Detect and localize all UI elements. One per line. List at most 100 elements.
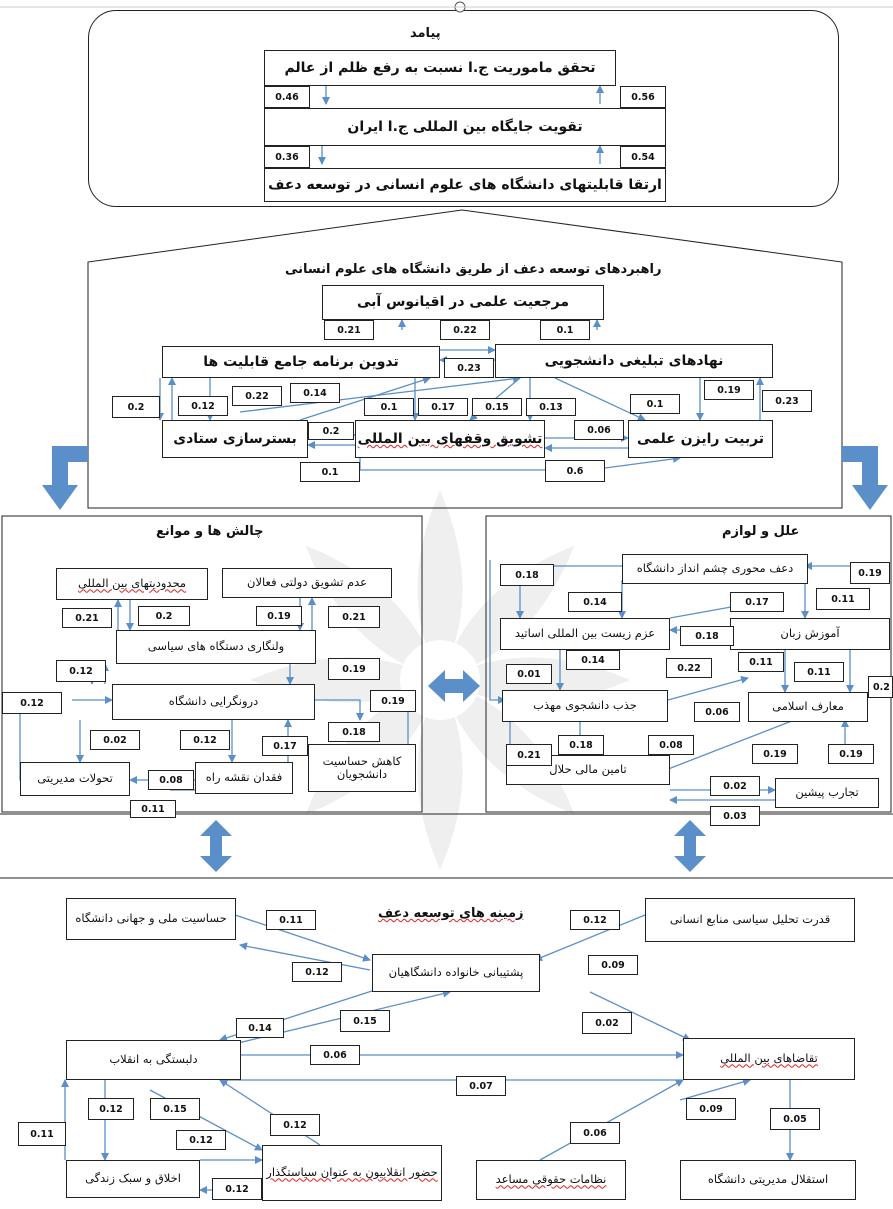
arrow-r18 bbox=[489, 560, 506, 704]
value-box: 0.15 bbox=[472, 398, 522, 416]
value-box: 0.1 bbox=[630, 394, 680, 414]
value-box: 0.22 bbox=[440, 320, 490, 340]
value-box: 0.06 bbox=[574, 420, 624, 440]
value-box: 0.56 bbox=[620, 86, 666, 108]
value-box: 0.18 bbox=[328, 722, 380, 742]
cause-node-vision: دعف محوری چشم انداز دانشگاه bbox=[622, 554, 808, 584]
challenges-frame bbox=[1, 515, 423, 813]
value-box: 0.21 bbox=[62, 608, 112, 628]
context-node-revolutionaries-policy: حضور انقلابیون به عنوان سیاستگذار bbox=[262, 1145, 442, 1201]
value-box: 0.36 bbox=[264, 146, 310, 168]
value-box: 0.12 bbox=[570, 910, 620, 930]
strategy-node-student-institutions: نهادهای تبلیغی دانشجویی bbox=[495, 344, 773, 378]
arrow-s8 bbox=[239, 374, 521, 413]
value-box: 0.12 bbox=[176, 1130, 226, 1150]
value-box: 0.12 bbox=[292, 962, 342, 982]
value-box: 0.19 bbox=[328, 658, 380, 680]
strategy-node-staff-platform: بسترسازی ستادی bbox=[162, 420, 308, 458]
value-box: 0.12 bbox=[270, 1114, 320, 1136]
value-box: 0.23 bbox=[444, 358, 494, 378]
arrow-k3 bbox=[534, 914, 646, 962]
right-vertical-double-arrow bbox=[674, 820, 706, 872]
value-box: 0.2 bbox=[138, 606, 190, 626]
value-box: 0.18 bbox=[558, 735, 604, 755]
strategy-node-scientific-authority: مرجعیت علمی در اقیانوس آبی bbox=[322, 285, 604, 320]
value-box: 0.18 bbox=[500, 564, 554, 586]
context-node-national-global-sensitivity: حساسیت ملی و جهانی دانشگاه bbox=[66, 898, 236, 940]
causes-title: علل و لوازم bbox=[722, 524, 800, 539]
value-box: 0.23 bbox=[762, 390, 812, 412]
arrow-k15 bbox=[539, 1079, 684, 1161]
value-box: 0.2 bbox=[308, 422, 354, 440]
value-box: 0.19 bbox=[704, 380, 754, 400]
value-box: 0.03 bbox=[710, 806, 760, 826]
value-box: 0.06 bbox=[570, 1122, 620, 1144]
value-box: 0.17 bbox=[262, 736, 308, 756]
context-node-revolution-attachment: دلبستگی به انقلاب bbox=[66, 1040, 241, 1080]
arrow-s20 bbox=[359, 454, 681, 471]
challenge-node-no-roadmap: فقدان نقشه راه bbox=[195, 762, 293, 794]
value-box: 0.06 bbox=[694, 702, 740, 722]
value-box: 0.08 bbox=[148, 770, 194, 790]
left-vertical-double-arrow bbox=[200, 820, 232, 872]
value-box: 0.12 bbox=[88, 1098, 134, 1120]
outcome-title: پیامد bbox=[410, 26, 441, 41]
value-box: 0.12 bbox=[2, 692, 62, 714]
value-box: 0.12 bbox=[178, 396, 228, 416]
context-node-management-independence: استقلال مدیریتی دانشگاه bbox=[680, 1160, 856, 1200]
challenges-title: چالش ها و موانع bbox=[156, 524, 264, 539]
value-box: 0.12 bbox=[212, 1178, 262, 1200]
outcome-node-position: تقویت جایگاه بین المللی ج.ا ایران bbox=[264, 108, 666, 146]
value-box: 0.17 bbox=[730, 592, 784, 612]
strategy-node-science-attache: تربیت رایزن علمی bbox=[628, 420, 773, 458]
value-box: 0.19 bbox=[850, 562, 890, 584]
arrow-k16 bbox=[679, 1078, 751, 1101]
value-box: 0.02 bbox=[710, 776, 760, 796]
challenge-node-intl-limits: محدودیتهای بین المللی bbox=[56, 568, 208, 600]
center-double-arrow bbox=[428, 670, 480, 702]
value-box: 0.11 bbox=[266, 910, 316, 930]
value-box: 0.05 bbox=[770, 1108, 820, 1130]
value-box: 0.12 bbox=[56, 660, 106, 682]
value-box: 0.19 bbox=[828, 744, 874, 764]
value-box: 0.11 bbox=[794, 662, 844, 682]
outcome-node-capability: ارتقا قابلیتهای دانشگاه های علوم انسانی … bbox=[264, 168, 666, 202]
context-node-family-support: پشتیبانی خانواده دانشگاهیان bbox=[372, 954, 540, 992]
value-box: 0.14 bbox=[236, 1018, 284, 1038]
strategy-node-comprehensive-plan: تدوین برنامه جامع قابلیت ها bbox=[162, 346, 440, 378]
strategies-title: راهبردهای توسعه دعف از طریق دانشگاه های … bbox=[285, 262, 662, 277]
causes-frame bbox=[485, 515, 892, 813]
value-box: 0.2 bbox=[112, 396, 160, 418]
challenge-node-management-changes: تحولات مدیریتی bbox=[20, 762, 130, 796]
value-box: 0.22 bbox=[666, 658, 712, 678]
value-box: 0.46 bbox=[264, 86, 310, 108]
value-box: 0.11 bbox=[18, 1122, 66, 1146]
challenge-node-university-introversion: درونگرایی دانشگاه bbox=[112, 684, 315, 720]
value-box: 0.01 bbox=[506, 664, 552, 684]
arrow-c13 bbox=[315, 699, 364, 721]
value-box: 0.15 bbox=[150, 1098, 200, 1120]
cause-node-language: آموزش زبان bbox=[730, 618, 890, 650]
arrow-r8 bbox=[667, 675, 749, 701]
value-box: 0.07 bbox=[456, 1076, 506, 1096]
context-node-political-analysis: قدرت تحلیل سیاسی منابع انسانی bbox=[645, 898, 855, 942]
context-node-legal-systems: نظامات حقوقی مساعد bbox=[476, 1160, 626, 1200]
challenge-node-student-sensitivity: کاهش حساسیت دانشجویان bbox=[308, 744, 416, 792]
value-box: 0.21 bbox=[324, 320, 374, 340]
cause-node-islamic-knowledge: معارف اسلامی bbox=[748, 692, 868, 722]
arrow-k1 bbox=[234, 914, 371, 962]
value-box: 0.14 bbox=[566, 650, 620, 670]
value-box: 0.11 bbox=[738, 652, 784, 672]
value-box: 0.1 bbox=[364, 398, 414, 416]
value-box: 0.09 bbox=[588, 955, 638, 975]
value-box: 0.17 bbox=[418, 398, 468, 416]
value-box: 0.02 bbox=[90, 730, 140, 750]
right-bend-arrow bbox=[842, 446, 888, 510]
value-box: 0.06 bbox=[310, 1045, 360, 1065]
value-box: 0.22 bbox=[232, 386, 282, 406]
context-title: زمینه های توسعه دعف bbox=[378, 906, 524, 921]
value-box: 0.6 bbox=[545, 460, 605, 482]
value-box: 0.14 bbox=[568, 592, 622, 612]
challenge-node-political-laxity: ولنگاری دستگاه های سیاسی bbox=[116, 630, 316, 664]
